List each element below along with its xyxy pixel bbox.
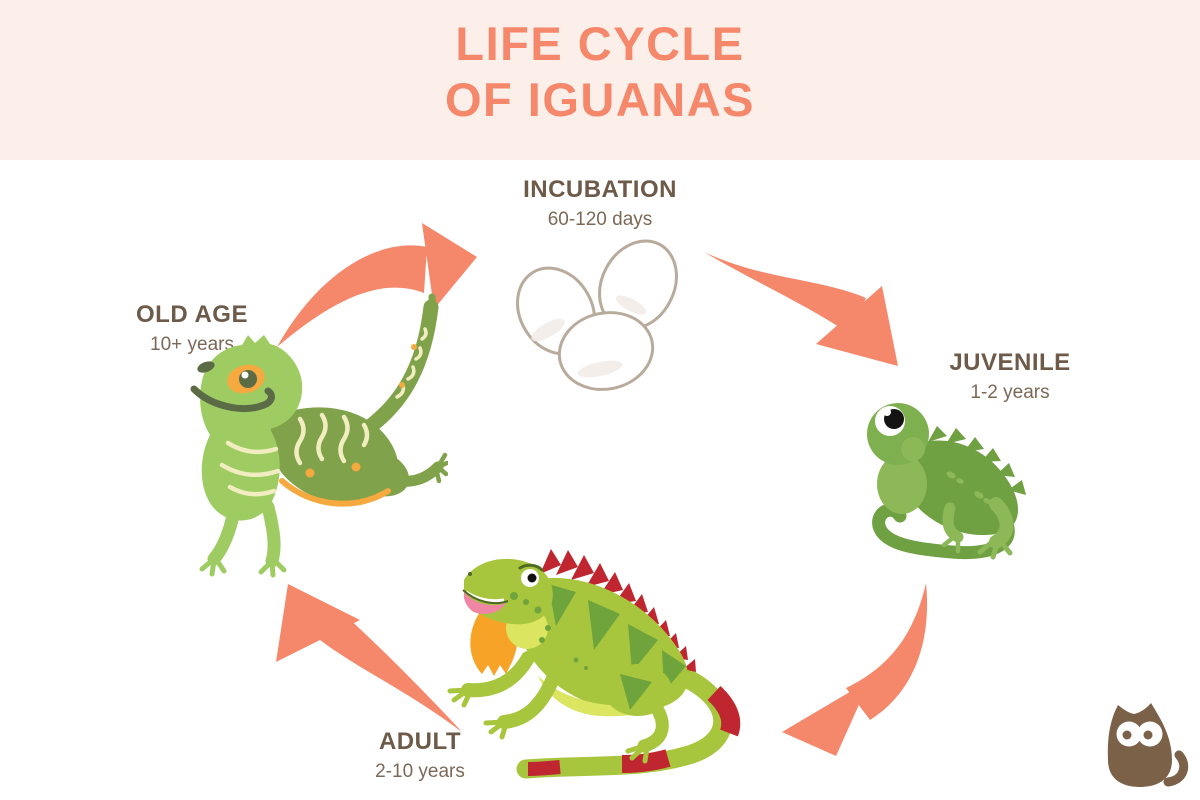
stage-adult-label: ADULT — [378, 728, 462, 755]
adult-iguana-illustration — [447, 549, 741, 779]
stage-old-age: OLD AGE 10+ years — [72, 301, 312, 356]
old-iguana-illustration — [190, 293, 448, 578]
arrow-old-age-to-incubation curved-arrow-icon — [277, 223, 477, 347]
page-title-line2: OF IGUANAS — [444, 73, 756, 127]
stage-incubation-label: INCUBATION — [523, 176, 677, 203]
cat-icon brand-logo — [1107, 703, 1189, 787]
stage-juvenile-label: JUVENILE — [949, 349, 1071, 376]
arrow-juvenile-to-adult curved-arrow-icon — [782, 583, 928, 756]
stage-juvenile-duration: 1-2 years — [970, 382, 1050, 403]
header-band: LIFE CYCLE OF IGUANAS — [0, 0, 1200, 160]
stage-old-age-label: OLD AGE — [136, 301, 248, 328]
page-title: LIFE CYCLE OF IGUANAS — [0, 0, 1200, 129]
stage-adult: ADULT 2-10 years — [302, 728, 538, 783]
juvenile-iguana-illustration — [867, 403, 1026, 560]
stage-juvenile: JUVENILE 1-2 years — [890, 349, 1130, 404]
stage-adult-duration: 2-10 years — [375, 761, 465, 782]
stage-old-age-duration: 10+ years — [150, 334, 234, 355]
arrow-incubation-to-juvenile curved-arrow-icon — [704, 252, 898, 366]
stage-incubation-duration: 60-120 days — [547, 209, 653, 230]
page-title-line1: LIFE CYCLE — [455, 17, 745, 70]
arrow-adult-to-old-age curved-arrow-icon — [276, 584, 462, 732]
stage-incubation: INCUBATION 60-120 days — [450, 176, 750, 231]
iguana-eggs-illustration — [516, 239, 678, 391]
